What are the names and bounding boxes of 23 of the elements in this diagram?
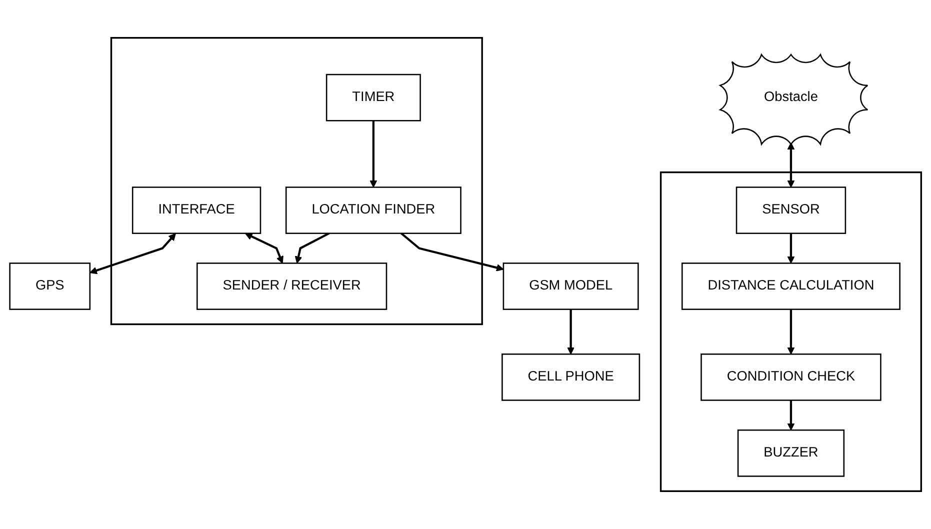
node-box: TIMER [326, 74, 421, 122]
arrow [400, 232, 504, 272]
node-box: SENSOR [736, 186, 846, 234]
arrow [370, 120, 378, 188]
cluster [660, 171, 922, 492]
node-box: BUZZER [737, 429, 845, 477]
node-box: CONDITION CHECK [700, 354, 882, 401]
arrow [294, 232, 330, 264]
arrow [244, 233, 284, 264]
arrow [787, 233, 795, 264]
arrow [787, 400, 795, 430]
cluster [110, 36, 483, 326]
node-box: GSM MODEL [502, 262, 639, 310]
arrow [787, 309, 795, 354]
node-box: CELL PHONE [502, 354, 640, 401]
arrow [90, 233, 176, 274]
arrow [787, 142, 795, 188]
node-box: LOCATION FINDER [285, 186, 462, 234]
arrow [567, 309, 575, 354]
node-box: SENDER / RECEIVER [196, 262, 388, 310]
node-box: GPS [9, 262, 91, 310]
node-box: INTERFACE [132, 186, 262, 234]
node-box: DISTANCE CALCULATION [682, 262, 900, 310]
